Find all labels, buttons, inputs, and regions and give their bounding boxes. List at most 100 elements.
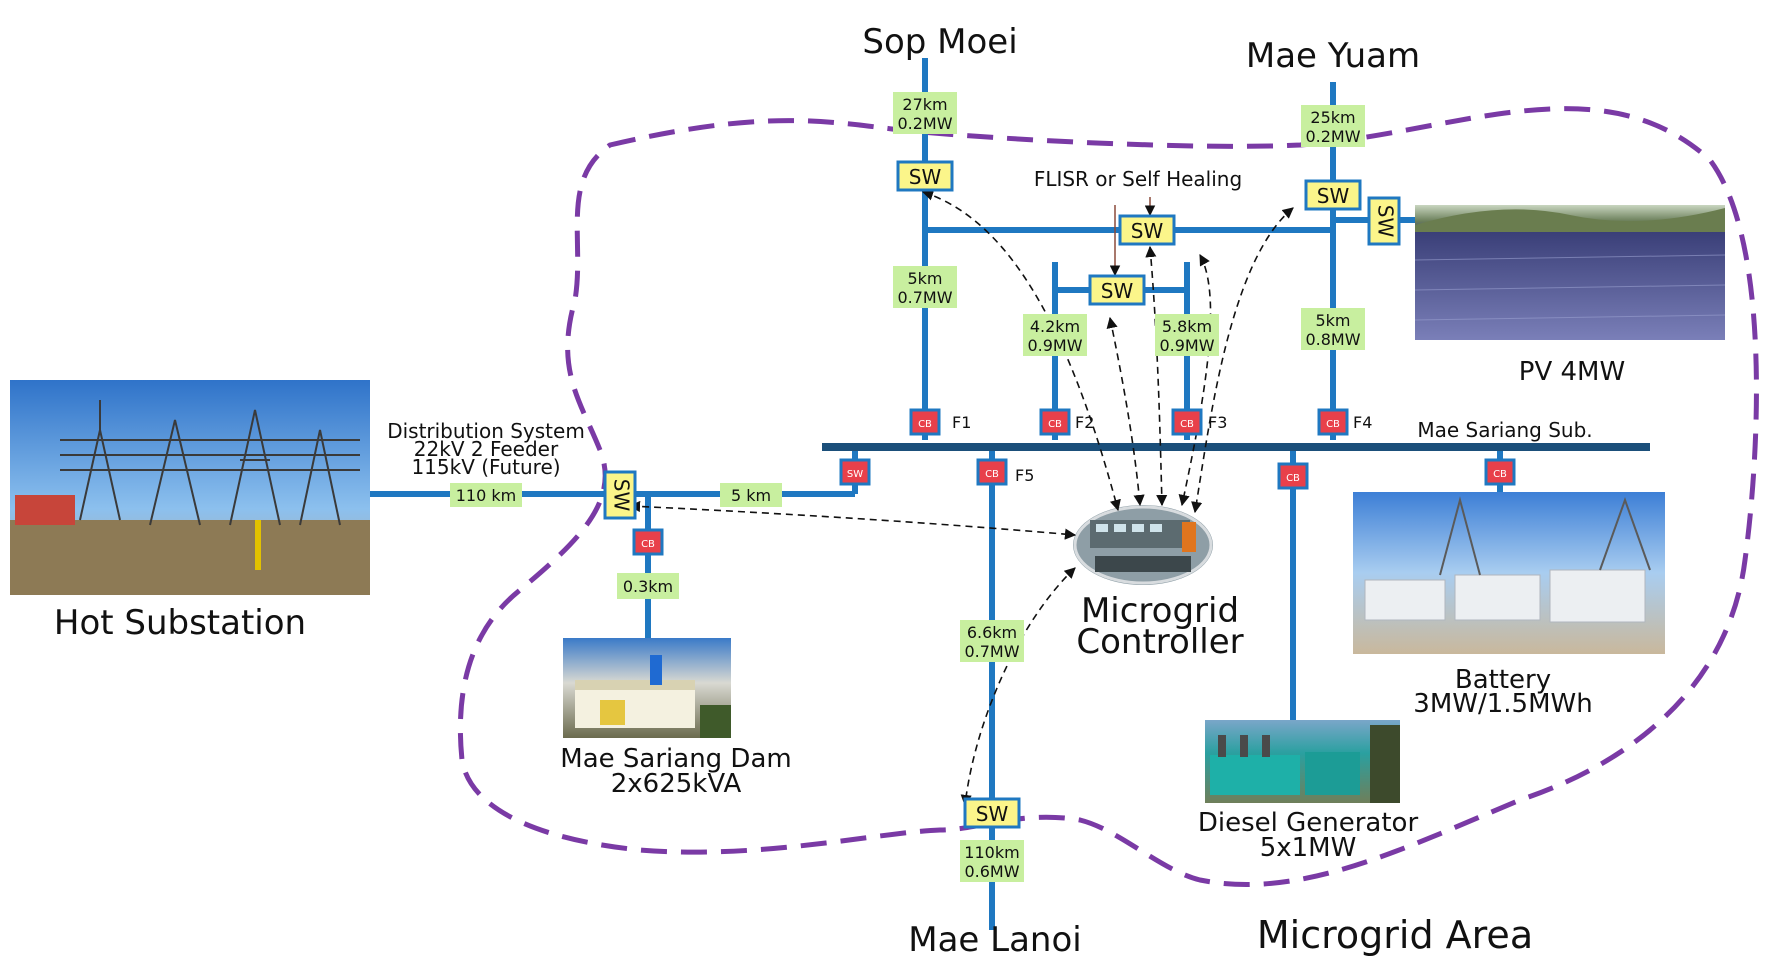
cb-f1: CB xyxy=(909,408,941,436)
cb-dam: CB xyxy=(632,528,664,556)
svg-text:0.9MW: 0.9MW xyxy=(1159,336,1214,355)
pv-photo xyxy=(1414,205,1726,340)
label-mae-yuam: Mae Yuam xyxy=(1246,36,1420,76)
label-pv: PV 4MW xyxy=(1519,357,1625,387)
cb-f3: CB xyxy=(1171,408,1203,436)
svg-text:6.6km: 6.6km xyxy=(967,623,1017,642)
tag-mae-lanoi: 110km 0.6MW xyxy=(960,840,1024,882)
svg-text:SW: SW xyxy=(610,479,634,512)
svg-text:SW: SW xyxy=(909,165,942,189)
svg-text:Microgrid: Microgrid xyxy=(1081,591,1239,631)
svg-text:4.2km: 4.2km xyxy=(1030,317,1080,336)
label-controller: Microgrid Controller xyxy=(1076,591,1243,662)
label-diesel: Diesel Generator 5x1MW xyxy=(1198,808,1419,863)
sw-pv: SW xyxy=(1367,196,1401,246)
svg-text:SW: SW xyxy=(976,802,1009,826)
microgrid-area-boundary xyxy=(457,106,1759,888)
tag-hot-line: 110 km xyxy=(450,483,522,507)
svg-text:Controller: Controller xyxy=(1076,622,1243,662)
tag-f4: 5km 0.8MW xyxy=(1301,308,1365,350)
sw-sop-moei: SW xyxy=(896,160,954,192)
cb-f5: CB xyxy=(976,458,1008,486)
svg-text:SW: SW xyxy=(1131,219,1164,243)
label-mae-sariang-sub: Mae Sariang Sub. xyxy=(1417,418,1592,442)
control-links xyxy=(628,189,1294,807)
svg-text:CB: CB xyxy=(1493,469,1507,480)
svg-text:0.2MW: 0.2MW xyxy=(1305,127,1360,146)
sw-top-tie: SW xyxy=(1118,214,1176,246)
tag-f1: 5km 0.7MW xyxy=(893,266,957,308)
svg-text:25km: 25km xyxy=(1310,108,1355,127)
tag-f2: 4.2km 0.9MW xyxy=(1023,314,1087,356)
svg-text:CB: CB xyxy=(918,419,932,430)
svg-text:CB: CB xyxy=(985,469,999,480)
feeder-name-f2: F2 xyxy=(1075,413,1094,432)
svg-text:5km: 5km xyxy=(907,269,942,288)
label-distribution-system: Distribution System 22kV 2 Feeder 115kV … xyxy=(387,419,585,479)
svg-text:CB: CB xyxy=(1048,419,1062,430)
svg-text:5x1MW: 5x1MW xyxy=(1260,833,1357,863)
tag-tie-line: 5 km xyxy=(720,483,782,507)
svg-text:0.9MW: 0.9MW xyxy=(1027,336,1082,355)
hot-substation-photo xyxy=(10,380,370,595)
svg-text:CB: CB xyxy=(641,539,655,550)
svg-text:5 km: 5 km xyxy=(731,486,771,505)
label-hot-substation: Hot Substation xyxy=(54,603,306,643)
tag-dam-line: 0.3km xyxy=(617,573,679,599)
feeder-name-f5: F5 xyxy=(1015,466,1034,485)
svg-text:0.7MW: 0.7MW xyxy=(897,288,952,307)
battery-photo xyxy=(1353,492,1665,654)
svg-text:110 km: 110 km xyxy=(456,486,516,505)
svg-text:CB: CB xyxy=(1180,419,1194,430)
svg-text:3MW/1.5MWh: 3MW/1.5MWh xyxy=(1413,689,1592,719)
tag-f5: 6.6km 0.7MW xyxy=(960,620,1024,662)
cb-f4: CB xyxy=(1317,408,1349,436)
label-sop-moei: Sop Moei xyxy=(862,22,1017,62)
feeder-name-f1: F1 xyxy=(952,413,971,432)
tag-mae-yuam: 25km 0.2MW xyxy=(1301,105,1365,147)
cb-f2: CB xyxy=(1039,408,1071,436)
svg-text:0.8MW: 0.8MW xyxy=(1305,330,1360,349)
svg-text:SW: SW xyxy=(1101,279,1134,303)
sw-sub-entry: SW xyxy=(839,458,871,486)
svg-text:5km: 5km xyxy=(1315,311,1350,330)
label-battery: Battery 3MW/1.5MWh xyxy=(1413,665,1592,719)
sw-mae-yuam: SW xyxy=(1304,179,1362,211)
svg-text:22kV 2 Feeder: 22kV 2 Feeder xyxy=(414,437,559,461)
dam-photo xyxy=(563,638,731,738)
sw-mae-lanoi: SW xyxy=(963,797,1021,829)
label-microgrid-area: Microgrid Area xyxy=(1257,913,1533,957)
cb-battery: CB xyxy=(1484,458,1516,486)
label-dam: Mae Sariang Dam 2x625kVA xyxy=(560,744,791,799)
svg-text:0.3km: 0.3km xyxy=(623,577,673,596)
svg-text:SW: SW xyxy=(1374,205,1398,238)
tag-f3: 5.8km 0.9MW xyxy=(1155,314,1219,356)
svg-text:2x625kVA: 2x625kVA xyxy=(611,769,742,799)
sw-hot-line: SW xyxy=(603,470,637,520)
svg-text:SW: SW xyxy=(847,469,863,480)
svg-text:CB: CB xyxy=(1326,419,1340,430)
feeder-name-f4: F4 xyxy=(1353,413,1372,432)
svg-text:0.2MW: 0.2MW xyxy=(897,114,952,133)
svg-text:110km: 110km xyxy=(964,843,1019,862)
svg-text:115kV (Future): 115kV (Future) xyxy=(411,455,560,479)
svg-text:CB: CB xyxy=(1286,473,1300,484)
svg-text:5.8km: 5.8km xyxy=(1162,317,1212,336)
sw-f2-f3-tie: SW xyxy=(1088,274,1146,306)
svg-text:SW: SW xyxy=(1317,184,1350,208)
label-flisr: FLISR or Self Healing xyxy=(1034,167,1242,191)
svg-text:0.7MW: 0.7MW xyxy=(964,642,1019,661)
svg-text:27km: 27km xyxy=(902,95,947,114)
cb-diesel: CB xyxy=(1277,462,1309,490)
feeder-name-f3: F3 xyxy=(1208,413,1227,432)
diesel-generator-photo xyxy=(1205,720,1400,803)
svg-text:Mae Sariang Dam: Mae Sariang Dam xyxy=(560,744,791,774)
svg-text:0.6MW: 0.6MW xyxy=(964,862,1019,881)
svg-text:Diesel Generator: Diesel Generator xyxy=(1198,808,1419,838)
controller-photo xyxy=(1073,505,1213,585)
svg-text:Battery: Battery xyxy=(1455,665,1551,695)
svg-text:Distribution System: Distribution System xyxy=(387,419,585,443)
label-mae-lanoi: Mae Lanoi xyxy=(908,920,1081,960)
